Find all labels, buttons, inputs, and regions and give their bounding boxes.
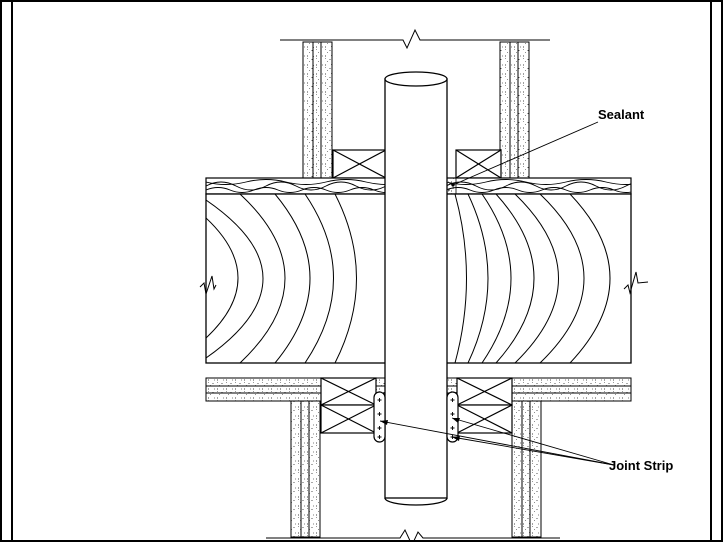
leader-arrowheads bbox=[380, 183, 460, 441]
pipe bbox=[384, 71, 448, 506]
lower-wall-left bbox=[290, 400, 321, 538]
upper-break-line bbox=[280, 28, 550, 50]
lower-blocking-right bbox=[456, 377, 513, 434]
joint-strip-label: Joint Strip bbox=[609, 458, 673, 473]
leader-lines bbox=[379, 121, 615, 466]
lower-wall-right bbox=[511, 400, 542, 538]
sealant-label: Sealant bbox=[598, 107, 645, 122]
upper-wall-left bbox=[302, 41, 333, 179]
joint-strip-left bbox=[373, 391, 386, 443]
right-break-mark bbox=[623, 271, 649, 295]
left-break-mark bbox=[199, 275, 217, 295]
upper-wall-right bbox=[499, 41, 530, 179]
joint-strip-right bbox=[446, 391, 459, 443]
upper-blocking-left bbox=[332, 149, 387, 179]
lower-blocking-left bbox=[320, 377, 377, 434]
lower-break-line bbox=[266, 528, 560, 542]
sealant-bead bbox=[446, 177, 457, 195]
